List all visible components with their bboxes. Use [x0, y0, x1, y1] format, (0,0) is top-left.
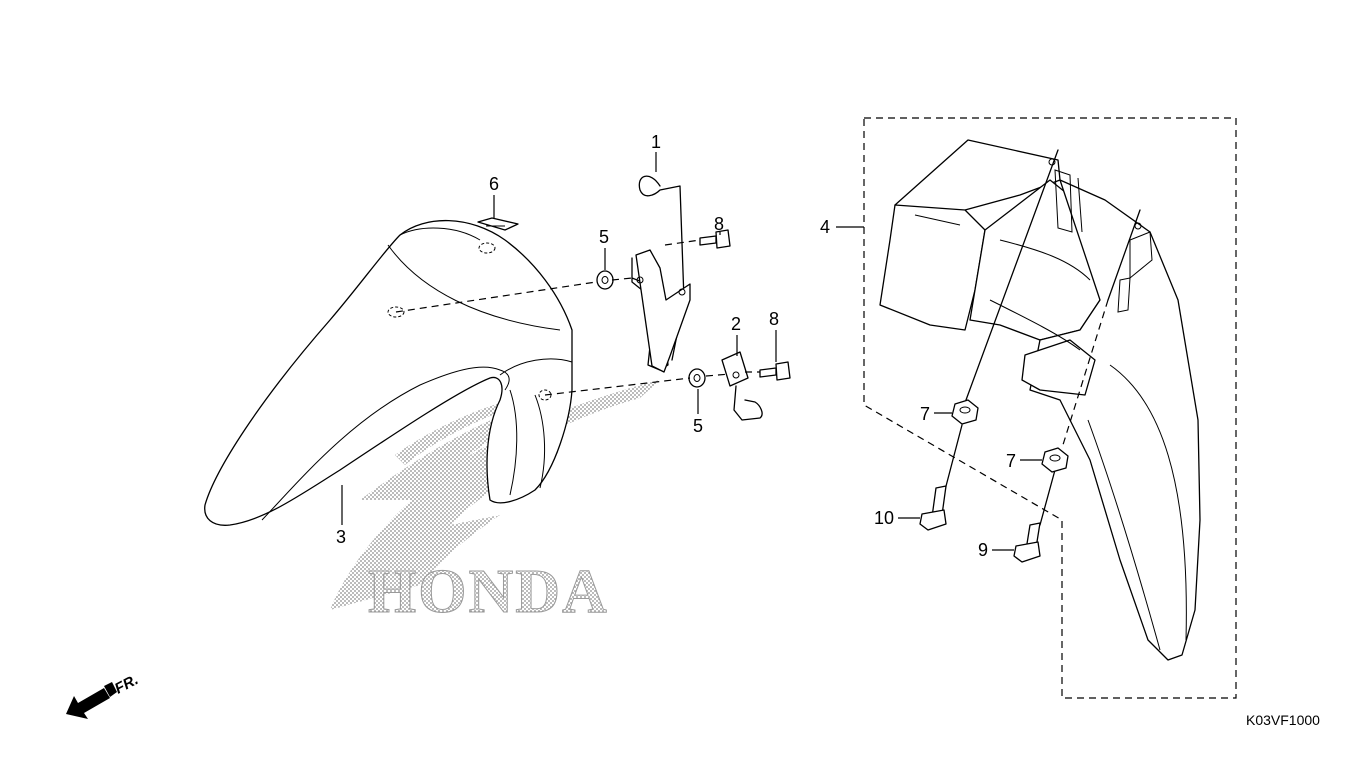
callout-5-lower: 5: [693, 416, 703, 436]
harness-stay-1: [631, 175, 691, 373]
callout-8-upper: 8: [714, 214, 724, 234]
callout-9: 9: [978, 540, 988, 560]
grommet-5-upper: [596, 270, 614, 290]
callout-6: 6: [489, 174, 499, 194]
stay-bracket-2: [721, 351, 763, 421]
callouts: 1 6 5 8 2 8 5 3 4 7 7 10 9: [336, 132, 1042, 560]
callout-5-upper: 5: [599, 227, 609, 247]
bolt-8-lower: [759, 361, 791, 381]
front-fender: [204, 219, 573, 526]
callout-7-left: 7: [920, 404, 930, 424]
nut-7-left: [951, 399, 979, 425]
grommet-5-lower: [688, 368, 706, 388]
nut-7-right: [1041, 447, 1069, 473]
callout-1: 1: [651, 132, 661, 152]
bolt-9: [1013, 522, 1041, 563]
inner-fender-4: [879, 139, 1201, 661]
callout-4: 4: [820, 217, 830, 237]
callout-10: 10: [874, 508, 894, 528]
diagram-code: K03VF1000: [1246, 712, 1320, 728]
callout-8-lower: 8: [769, 309, 779, 329]
callout-3: 3: [336, 527, 346, 547]
honda-watermark-text: HONDA: [368, 558, 609, 626]
front-direction-arrow: [66, 682, 117, 719]
bolt-10: [919, 485, 947, 531]
clip-nut-6: [477, 217, 519, 231]
callout-7-right: 7: [1006, 451, 1016, 471]
assembly-boundary: [863, 117, 1237, 699]
callout-2: 2: [731, 314, 741, 334]
front-direction-label: FR.: [112, 671, 141, 697]
